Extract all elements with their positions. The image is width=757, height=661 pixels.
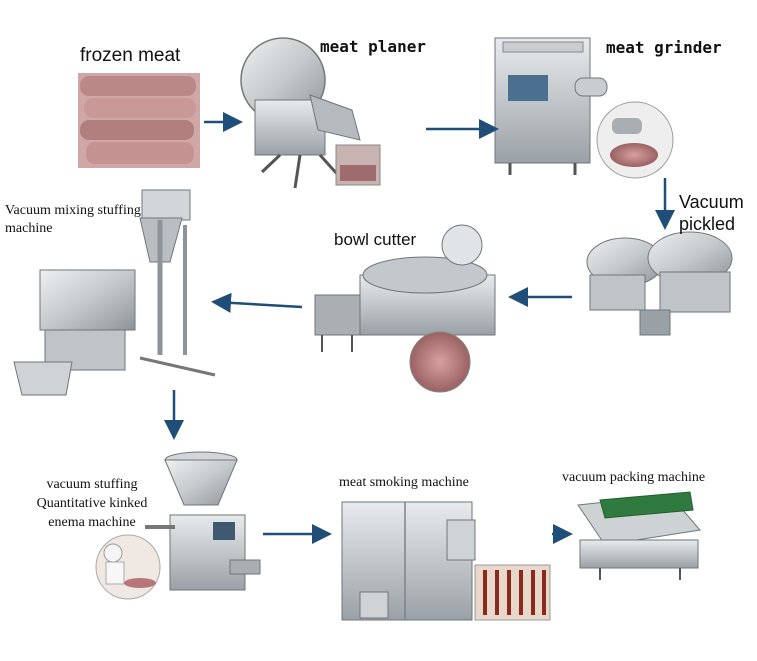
meat-grinder-image: [494, 37, 608, 175]
label-frozen-meat: frozen meat: [80, 45, 181, 66]
frozen-meat-image: [78, 73, 200, 168]
label-vacuum-mixing-line2: machine: [5, 221, 53, 236]
label-meat-grinder: meat grinder: [606, 38, 722, 57]
bowl-cutter-detail-inset: [409, 331, 471, 393]
stuffing-operators-inset: [95, 534, 161, 600]
smoking-machine-image: [341, 501, 476, 621]
label-vacuum-stuffing-line2: Quantitative kinked: [36, 496, 148, 511]
label-vacuum-stuffing-line1: vacuum stuffing: [46, 477, 138, 492]
label-bowl-cutter: bowl cutter: [334, 230, 417, 249]
vacuum-mixer-image: [13, 189, 216, 396]
vacuum-tumbler-image: [586, 231, 733, 336]
meat-planer-image: [240, 37, 361, 189]
label-meat-planer: meat planer: [320, 37, 426, 56]
label-vacuum-mixing-line1: Vacuum mixing stuffing: [5, 203, 141, 218]
label-meat-smoking: meat smoking machine: [339, 475, 469, 490]
smoked-sausages-inset: [474, 564, 551, 621]
label-vacuum-pickled-line1: Vacuum: [679, 192, 744, 212]
label-vacuum-packing: vacuum packing machine: [562, 470, 706, 485]
label-vacuum-stuffing-line3: enema machine: [48, 515, 136, 530]
flow-arrows: [164, 112, 675, 544]
meat-planer-detail-inset: [335, 144, 381, 186]
label-vacuum-pickled-line2: pickled: [679, 214, 736, 234]
arrow-bowl-cutter-to-mixer: [211, 292, 303, 313]
bowl-cutter-image: [314, 224, 496, 352]
meat-grinder-detail-inset: [596, 101, 674, 179]
vacuum-packing-image: [577, 491, 701, 580]
vacuum-stuffer-image: [145, 451, 261, 591]
